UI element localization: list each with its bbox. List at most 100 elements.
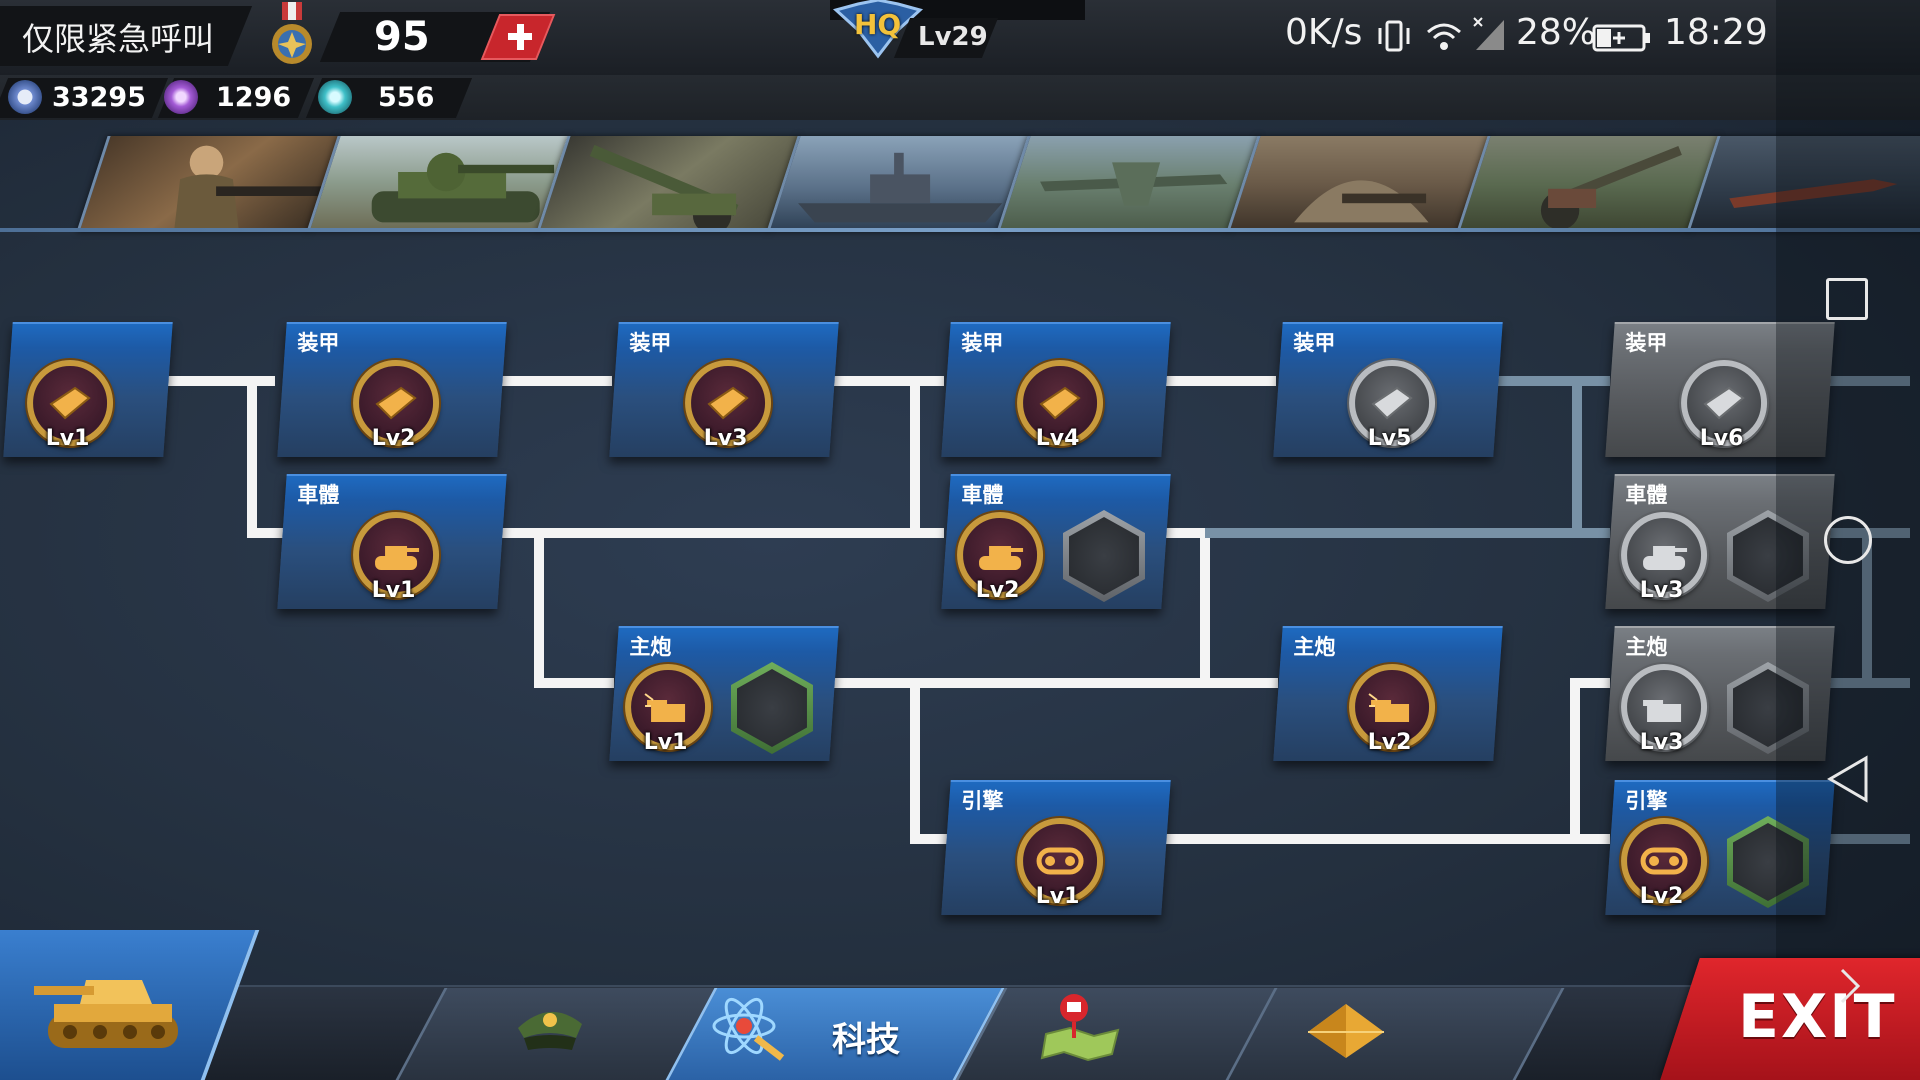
- map-icon: [1040, 990, 1124, 1062]
- tech-category: 主炮: [629, 635, 672, 659]
- unit-tab-bunker[interactable]: [1226, 136, 1490, 232]
- tech-card-armor-2[interactable]: 装甲 Lv2: [277, 322, 507, 457]
- tank-unit-hex-icon: [1063, 510, 1145, 602]
- unit-tab-anti-air[interactable]: [1456, 136, 1720, 232]
- chevron-right-icon: [1836, 966, 1864, 1006]
- connector-locked: [1572, 376, 1582, 538]
- tech-card-engine-2[interactable]: 引擎 Lv2: [1605, 780, 1835, 915]
- armor-plate-icon: [353, 360, 440, 446]
- connector: [910, 834, 956, 844]
- connector: [1570, 678, 1610, 688]
- battery-percent: 28%: [1516, 12, 1597, 53]
- tech-category: 主炮: [1625, 635, 1668, 659]
- connector: [910, 376, 920, 538]
- unit-tab-missile[interactable]: [1686, 136, 1920, 232]
- clock: 18:29: [1664, 12, 1768, 53]
- tech-level: Lv6: [1699, 426, 1744, 451]
- tech-level: Lv1: [371, 578, 416, 603]
- tech-category: 引擎: [1625, 789, 1668, 813]
- connector: [247, 528, 283, 538]
- tech-card-armor-3[interactable]: 装甲 Lv3: [609, 322, 839, 457]
- tech-card-hull-3[interactable]: 車體 Lv3: [1605, 474, 1835, 609]
- unit-tab-warship[interactable]: [766, 136, 1030, 232]
- unit-tab-infantry[interactable]: [76, 136, 340, 232]
- net-speed: 0K/s: [1285, 12, 1363, 53]
- tech-atom-icon: [708, 996, 788, 1062]
- tech-card-gun-2[interactable]: 主炮 Lv2: [1273, 626, 1503, 761]
- tech-card-hull-1[interactable]: 車體 Lv1: [277, 474, 507, 609]
- gear-icon: [8, 80, 42, 114]
- tech-card-gun-1[interactable]: 主炮 Lv1: [609, 626, 839, 761]
- main-gun-icon: [1349, 664, 1436, 750]
- unit-tab-tank[interactable]: [306, 136, 570, 232]
- tech-level: Lv5: [1367, 426, 1412, 451]
- energy-icon: [164, 80, 198, 114]
- tech-level: Lv1: [45, 426, 90, 451]
- connector: [500, 528, 944, 538]
- connector: [247, 376, 257, 538]
- battery-icon: [1592, 24, 1652, 52]
- tech-category: 車體: [961, 483, 1004, 507]
- tank-hull-icon: [353, 512, 440, 598]
- gear-resource-value: 33295: [52, 82, 146, 113]
- diamond-icon: [1306, 1002, 1386, 1060]
- connector: [1160, 834, 1570, 844]
- tech-card-hull-2[interactable]: 車體 Lv2: [941, 474, 1171, 609]
- armor-plate-icon: [1017, 360, 1104, 446]
- tech-card-engine-1[interactable]: 引擎 Lv1: [941, 780, 1171, 915]
- tech-card-gun-3[interactable]: 主炮 Lv3: [1605, 626, 1835, 761]
- tech-category: 装甲: [297, 331, 340, 355]
- tech-card-armor-1[interactable]: Lv1: [3, 322, 173, 457]
- plus-icon: [508, 24, 532, 50]
- connector: [1160, 376, 1276, 386]
- main-gun-icon: [625, 664, 712, 750]
- engine-track-icon: [1621, 818, 1708, 904]
- tech-category: 装甲: [1293, 331, 1336, 355]
- medal-icon: [266, 2, 318, 72]
- connector: [1200, 528, 1210, 688]
- home-circle-icon[interactable]: [1824, 516, 1872, 564]
- rifle-unit-hex-icon: [731, 662, 813, 754]
- hq-level: Lv29: [918, 22, 988, 52]
- recent-apps-square-icon[interactable]: [1826, 278, 1868, 320]
- main-gun-icon: [1621, 664, 1708, 750]
- armor-plate-icon: [685, 360, 772, 446]
- tech-category: 引擎: [961, 789, 1004, 813]
- hq-badge[interactable]: HQ: [828, 0, 928, 60]
- connector: [165, 376, 275, 386]
- hq-badge-text: HQ: [854, 8, 902, 41]
- bottom-tab-shop[interactable]: [1225, 988, 1565, 1080]
- tech-category: 主炮: [1293, 635, 1336, 659]
- emergency-call-text: 仅限紧急呼叫: [22, 20, 215, 58]
- connector-locked: [1862, 528, 1872, 680]
- connector: [832, 376, 944, 386]
- unit-tab-aircraft[interactable]: [996, 136, 1260, 232]
- tech-card-armor-6[interactable]: 装甲 Lv6: [1605, 322, 1835, 457]
- exit-label: EXIT: [1738, 982, 1897, 1052]
- tech-category: 車體: [1625, 483, 1668, 507]
- unit-tab-artillery[interactable]: [536, 136, 800, 232]
- tech-level: Lv2: [1639, 884, 1684, 909]
- tech-card-armor-4[interactable]: 装甲 Lv4: [941, 322, 1171, 457]
- back-triangle-icon[interactable]: [1824, 754, 1872, 804]
- tech-level: Lv1: [1035, 884, 1080, 909]
- tech-level: Lv2: [1367, 730, 1412, 755]
- armor-plate-icon: [1349, 360, 1436, 446]
- signal-icon: [1472, 16, 1508, 54]
- connector-locked: [1205, 528, 1610, 538]
- tech-level: Lv2: [371, 426, 416, 451]
- gold-tank-icon: [30, 958, 190, 1058]
- connector-locked: [1820, 834, 1910, 844]
- tech-category: 装甲: [629, 331, 672, 355]
- tank-hull-icon: [1621, 512, 1708, 598]
- commander-hat-icon: [510, 998, 590, 1060]
- connector-locked: [1820, 376, 1910, 386]
- tech-level: Lv3: [1639, 578, 1684, 603]
- tech-category: 車體: [297, 483, 340, 507]
- connector: [910, 678, 920, 844]
- tech-card-armor-5[interactable]: 装甲 Lv5: [1273, 322, 1503, 457]
- connector: [500, 376, 612, 386]
- armor-plate-icon: [27, 360, 114, 446]
- energy-resource-value: 1296: [216, 82, 292, 113]
